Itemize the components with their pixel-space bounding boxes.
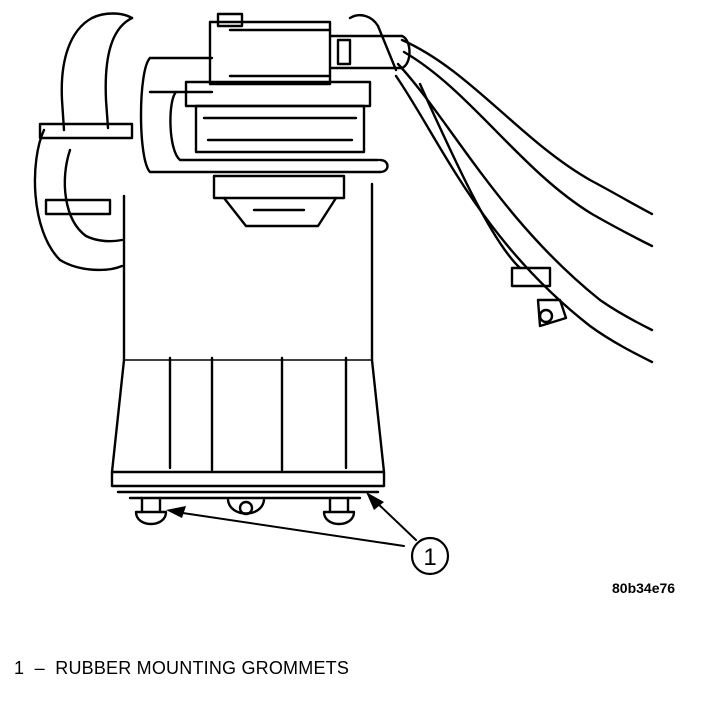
rubber-mounting-grommets — [134, 496, 356, 526]
callout-leader-lines — [175, 499, 417, 547]
wire-harness — [348, 14, 654, 364]
figure-code: 80b34e76 — [612, 580, 676, 596]
reservoir-body — [110, 182, 386, 500]
legend-dash: – — [34, 658, 45, 678]
callout-1: 1 — [410, 536, 450, 576]
legend-text: RUBBER MOUNTING GROMMETS — [55, 658, 350, 678]
callout-number: 1 — [423, 544, 436, 571]
legend-number: 1 — [14, 658, 25, 678]
module-top-housing — [184, 80, 372, 228]
upper-connector — [139, 12, 411, 174]
callout-arrowheads — [166, 492, 384, 518]
legend: 1 – RUBBER MOUNTING GROMMETS — [14, 658, 349, 679]
left-hose — [33, 12, 134, 272]
fuel-pump-module-illustration: 1 — [33, 12, 654, 576]
